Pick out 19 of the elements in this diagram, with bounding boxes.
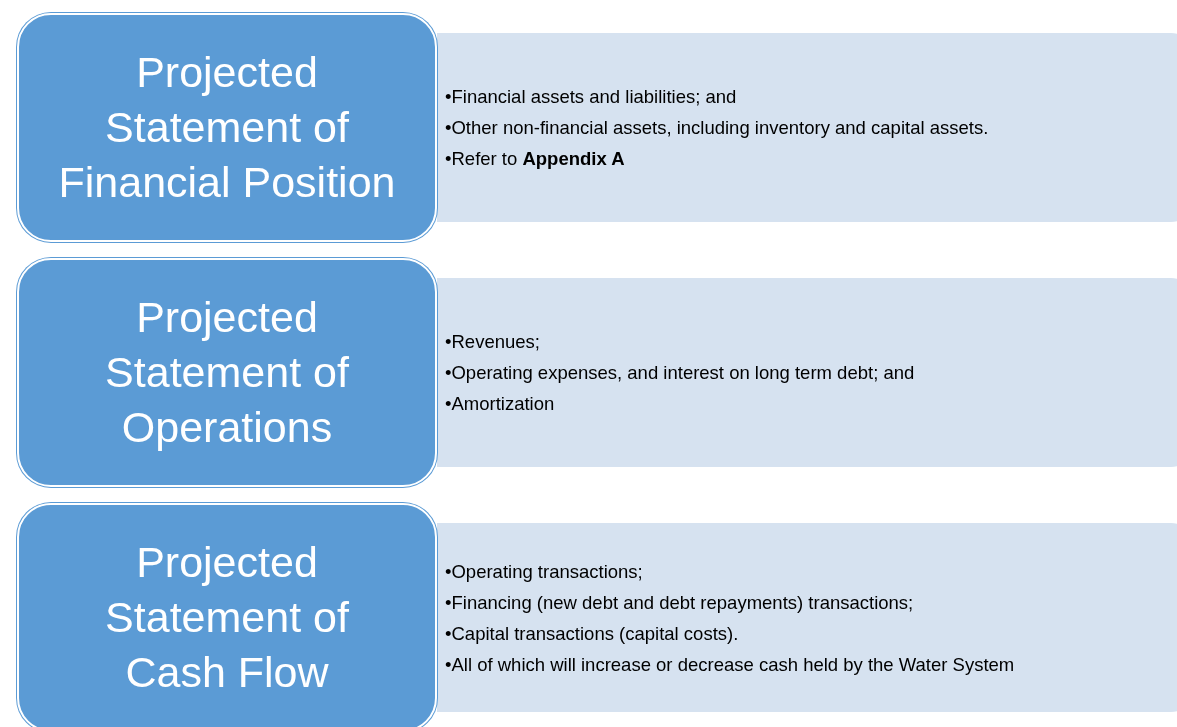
statement-box	[17, 258, 437, 487]
statement-title: Projected Statement of Financial Position	[57, 47, 397, 208]
description-panel	[437, 278, 1177, 467]
bullet-item: •All of which will increase or decrease cash held by the Water System	[445, 652, 1016, 677]
bullet-item: •Financial assets and liabilities; and	[445, 85, 738, 109]
bullet-item: •Operating expenses, and interest on long term debt; and	[445, 361, 916, 385]
bullet-item: •Operating transactions;	[445, 559, 644, 584]
statement-title: Projected Statement of Operations	[104, 292, 350, 453]
description-panel	[437, 523, 1177, 712]
statement-title: Projected Statement of Cash Flow	[104, 537, 350, 698]
statement-box	[17, 503, 437, 727]
statement-box	[17, 13, 437, 242]
bullet-item: •Refer to Appendix A	[445, 147, 626, 171]
bullet-item: •Financing (new debt and debt repayments) transactions;	[445, 590, 915, 615]
bullet-item: •Other non-financial assets, including inventory and capital assets.	[445, 116, 990, 140]
bullet-item: •Revenues;	[445, 330, 541, 354]
description-panel	[437, 33, 1177, 222]
bullet-item: •Capital transactions (capital costs).	[445, 621, 740, 646]
bullet-item: •Amortization	[445, 392, 556, 416]
